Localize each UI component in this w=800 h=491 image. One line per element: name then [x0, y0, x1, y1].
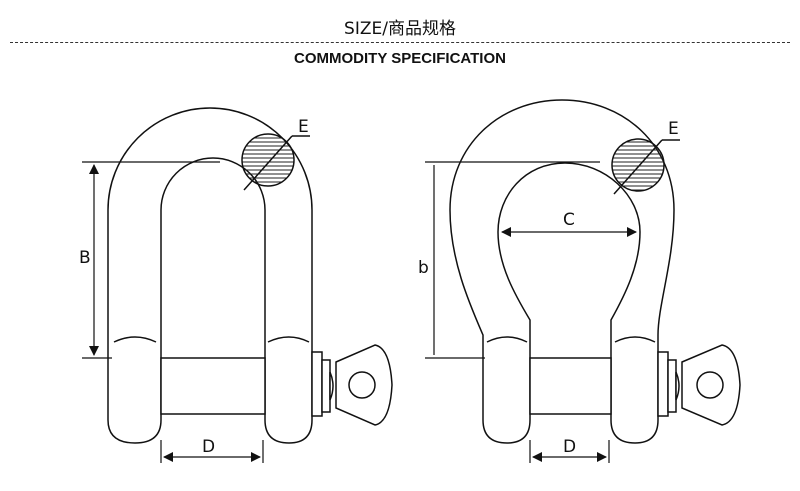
- dee-shackle: [107, 107, 393, 444]
- dee-label-e: E: [298, 117, 309, 137]
- bow-label-e: E: [668, 119, 679, 139]
- bow-dimensions: [425, 161, 637, 463]
- bow-label-b: b: [418, 258, 429, 278]
- bow-label-c: C: [563, 210, 575, 230]
- dee-label-d: D: [202, 437, 215, 457]
- bow-shackle: [449, 99, 741, 444]
- dee-label-b: B: [79, 248, 91, 268]
- bow-label-d: D: [563, 437, 576, 457]
- dee-dimensions: [82, 161, 264, 463]
- page-title-chinese: SIZE/商品规格: [344, 19, 456, 39]
- page-title-english: COMMODITY SPECIFICATION: [294, 50, 506, 67]
- dashed-divider: [10, 42, 790, 43]
